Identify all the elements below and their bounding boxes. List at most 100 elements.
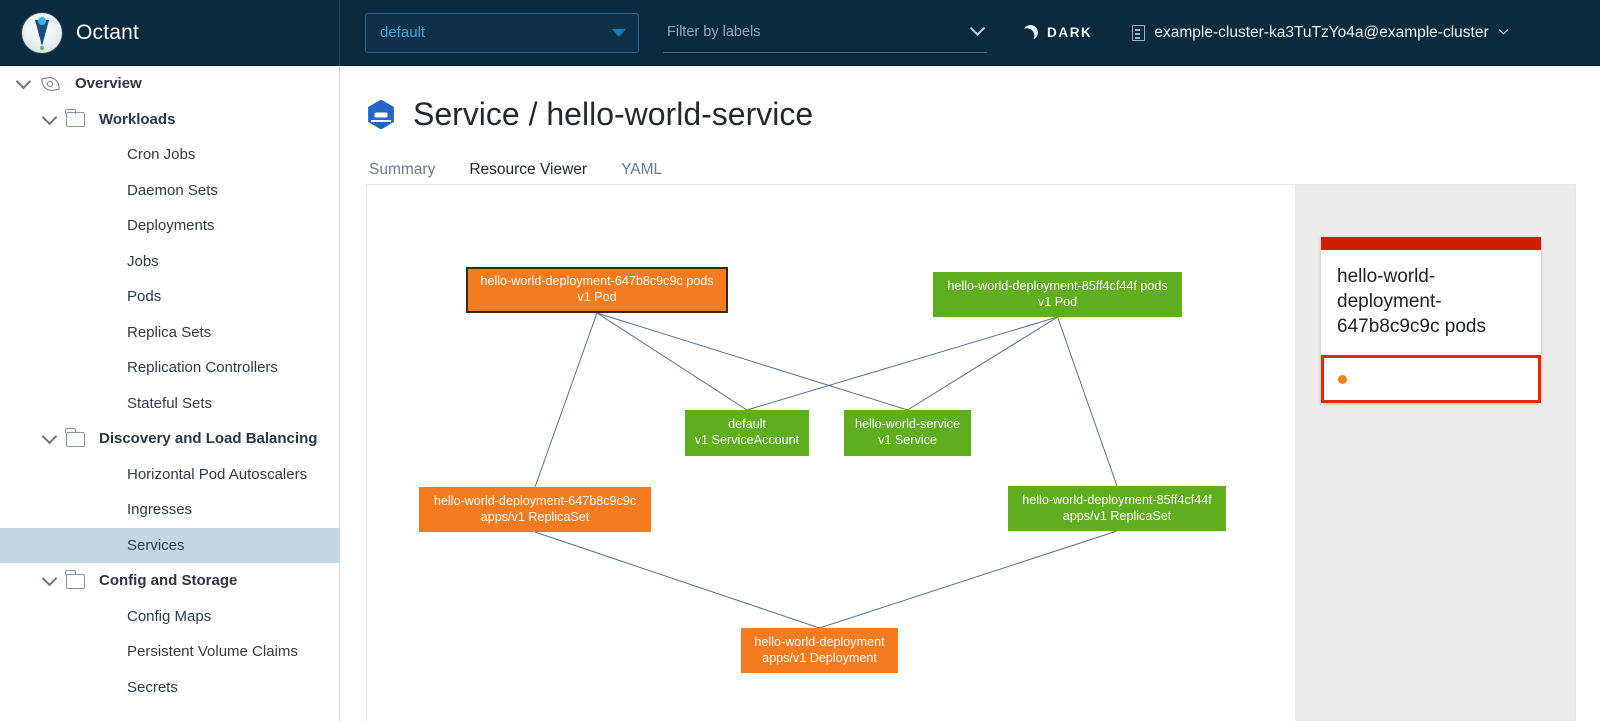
sidebar-item-config-maps[interactable]: Config Maps xyxy=(0,599,339,635)
chevron-down-icon[interactable] xyxy=(32,570,66,587)
sidebar-item-horizontal-pod-autoscalers[interactable]: Horizontal Pod Autoscalers xyxy=(0,457,339,493)
chevron-down-icon xyxy=(969,19,986,36)
caret-down-icon xyxy=(612,28,626,37)
card-accent-bar xyxy=(1321,237,1541,250)
hpa-icon xyxy=(92,464,113,485)
sidebar-item-label: Ingresses xyxy=(127,501,193,519)
namespace-select-value: default xyxy=(380,24,426,41)
sidebar-item-daemon-sets[interactable]: Daemon Sets xyxy=(0,173,339,209)
tab-yaml[interactable]: YAML xyxy=(621,161,663,178)
status-dot-icon xyxy=(1338,374,1347,384)
sidebar-item-label: Replica Sets xyxy=(127,323,212,341)
chevron-down-icon[interactable] xyxy=(32,109,66,126)
daemon-sets-icon xyxy=(92,180,113,201)
graph-edge xyxy=(596,312,748,411)
graph-node-kind: v1 Service xyxy=(878,433,937,447)
sidebar-item-jobs[interactable]: Jobs xyxy=(0,244,339,280)
replication-controllers-icon xyxy=(92,357,113,378)
sidebar-item-label: Pods xyxy=(127,288,162,306)
brand-name: Octant xyxy=(76,20,140,44)
sidebar-item-label: Stateful Sets xyxy=(127,394,213,412)
sidebar-item-cron-jobs[interactable]: Cron Jobs xyxy=(0,137,339,173)
sidebar-item-pods[interactable]: Pods xyxy=(0,279,339,315)
sidebar-item-services[interactable]: Services xyxy=(0,527,339,563)
pods-icon xyxy=(92,286,113,307)
stateful-sets-icon xyxy=(92,393,113,414)
card-status-row[interactable] xyxy=(1321,355,1541,404)
sidebar-item-label: Workloads xyxy=(99,110,176,128)
cluster-selector[interactable]: example-cluster-ka3TuTzYo4a@example-clus… xyxy=(1132,23,1509,42)
chevron-down-icon[interactable] xyxy=(6,73,40,90)
tab-summary[interactable]: Summary xyxy=(369,161,436,178)
sidebar-item-replica-sets[interactable]: Replica Sets xyxy=(0,315,339,351)
replica-sets-icon xyxy=(92,322,113,343)
namespace-select[interactable]: default xyxy=(365,12,639,53)
sidebar-item-stateful-sets[interactable]: Stateful Sets xyxy=(0,386,339,422)
graph-node-kind: apps/v1 Deployment xyxy=(762,650,877,665)
chevron-down-glyph xyxy=(41,109,57,126)
sidebar-item-label: Daemon Sets xyxy=(127,181,218,199)
sidebar-item-ingresses[interactable]: Ingresses xyxy=(0,492,339,528)
sidebar-item-secrets[interactable]: Secrets xyxy=(0,670,339,706)
graph-node-kind: apps/v1 ReplicaSet xyxy=(480,509,590,524)
graph-node-title: hello-world-deployment-647b8c9c9c xyxy=(433,493,637,508)
service-icon xyxy=(368,99,394,130)
overview-icon xyxy=(40,75,61,92)
sidebar-item-label: Config and Storage xyxy=(99,572,238,590)
graph-node-kind: apps/v1 ReplicaSet xyxy=(1062,508,1172,523)
cron-jobs-icon xyxy=(92,144,113,165)
detail-panel: hello-world-deployment-647b8c9c9c pods xyxy=(1295,185,1575,721)
sidebar-item-label: Discovery and Load Balancing xyxy=(99,430,318,448)
graph-node-title: hello-world-deployment-85ff4cf44f pods xyxy=(947,278,1168,293)
graph-edge xyxy=(1057,316,1118,487)
sidebar-item-label: Replication Controllers xyxy=(127,359,278,377)
graph-node-title: hello-world-deployment xyxy=(754,634,885,649)
chevron-down-icon[interactable] xyxy=(32,428,66,445)
sidebar-item-discovery-and-load-balancing[interactable]: Discovery and Load Balancing xyxy=(0,421,339,457)
graph-edge xyxy=(596,312,908,411)
label-filter-placeholder: Filter by labels xyxy=(667,24,761,40)
sidebar-item-label: Services xyxy=(127,536,185,554)
theme-toggle[interactable]: DARK xyxy=(1023,25,1092,40)
graph-node-kind: v1 ServiceAccount xyxy=(694,433,800,447)
label-filter-input[interactable]: Filter by labels xyxy=(663,13,987,53)
moon-icon xyxy=(1021,23,1040,42)
chevron-down-glyph xyxy=(41,428,57,445)
folder-icon xyxy=(65,570,85,589)
graph-edge xyxy=(819,530,1118,629)
services-icon xyxy=(92,535,113,556)
octant-logo-icon xyxy=(22,12,62,53)
card-title: hello-world-deployment-647b8c9c9c pods xyxy=(1337,266,1486,338)
sidebar-item-label: Deployments xyxy=(127,217,215,235)
sidebar-item-label: Horizontal Pod Autoscalers xyxy=(127,465,308,483)
deployments-icon xyxy=(92,215,113,236)
secrets-icon xyxy=(92,677,113,698)
sidebar-item-workloads[interactable]: Workloads xyxy=(0,102,339,138)
sidebar-item-replication-controllers[interactable]: Replication Controllers xyxy=(0,350,339,386)
graph-node-title: hello-world-deployment-85ff4cf44f xyxy=(1022,492,1212,507)
resource-detail-card[interactable]: hello-world-deployment-647b8c9c9c pods xyxy=(1321,237,1541,404)
graph-node-title: hello-world-deployment-647b8c9c9c pods xyxy=(480,274,714,289)
graph-node-kind: v1 Pod xyxy=(1037,294,1078,309)
graph-edge xyxy=(534,312,598,488)
sidebar-item-label: Secrets xyxy=(127,678,178,696)
sidebar-item-overview[interactable]: Overview xyxy=(0,66,339,102)
graph-node-kind: v1 Pod xyxy=(577,290,617,304)
graph-edge xyxy=(907,316,1058,411)
sidebar-item-label: Jobs xyxy=(127,252,159,270)
sidebar-item-config-and-storage[interactable]: Config and Storage xyxy=(0,563,339,599)
cluster-label: example-cluster-ka3TuTzYo4a@example-clus… xyxy=(1154,23,1489,41)
sidebar-item-persistent-volume-claims[interactable]: Persistent Volume Claims xyxy=(0,634,339,670)
sidebar-item-deployments[interactable]: Deployments xyxy=(0,208,339,244)
sidebar-item-label: Overview xyxy=(75,75,142,93)
